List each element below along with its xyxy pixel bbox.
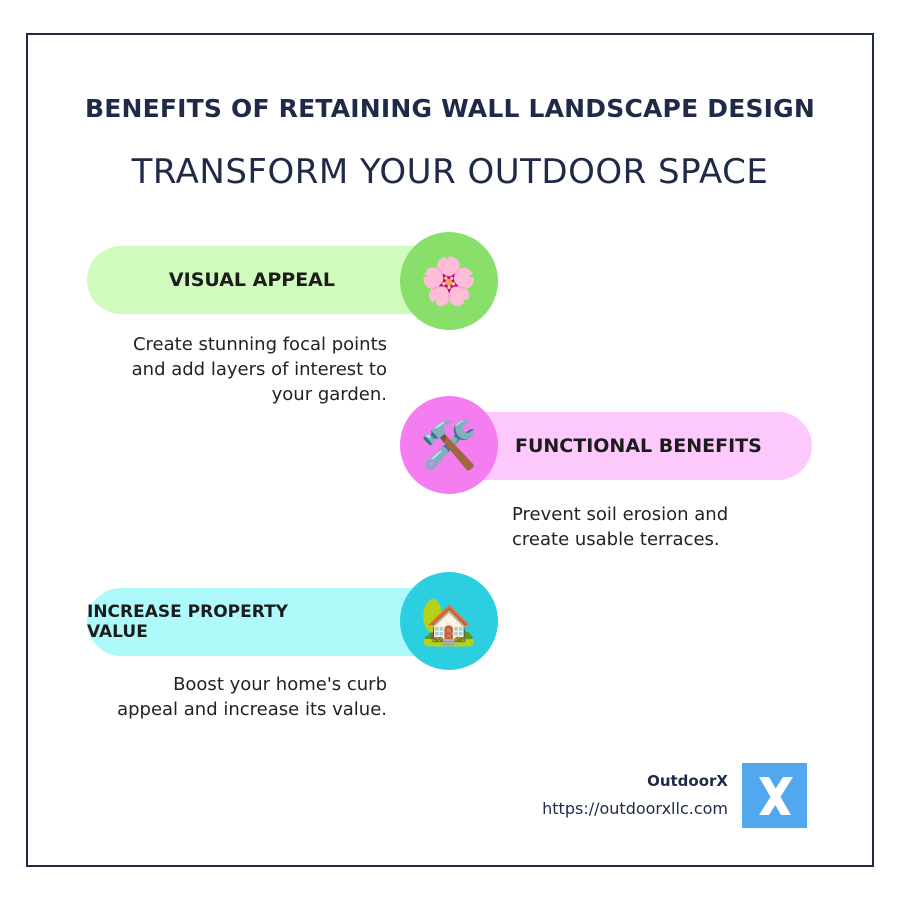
cherry-blossom-icon: 🌸 [400,232,498,330]
x-letter-icon [758,776,793,815]
hammer-and-wrench-icon: 🛠️ [400,396,498,494]
benefit-description: Boost your home's curb appeal and increa… [117,674,387,720]
house-with-garden-icon: 🏡 [400,572,498,670]
benefit-title: VISUAL APPEAL [168,269,335,291]
page-subtitle: TRANSFORM YOUR OUTDOOR SPACE [131,152,769,192]
benefit-description: Create stunning focal points and add lay… [131,334,387,405]
page-title: BENEFITS OF RETAINING WALL LANDSCAPE DES… [84,94,816,123]
benefit-title: FUNCTIONAL BENEFITS [515,435,762,457]
outdoorx-logo-icon [742,763,807,828]
brand-name: OutdoorX [647,772,728,790]
benefit-title: INCREASE PROPERTY VALUE [87,602,288,642]
benefit-visual-appeal-banner: VISUAL APPEAL [87,246,447,314]
benefit-description: Prevent soil erosion and create usable t… [512,504,729,550]
benefit-property-value-banner: INCREASE PROPERTY VALUE [87,588,447,656]
brand-url-link[interactable]: https://outdoorxllc.com [542,799,728,818]
